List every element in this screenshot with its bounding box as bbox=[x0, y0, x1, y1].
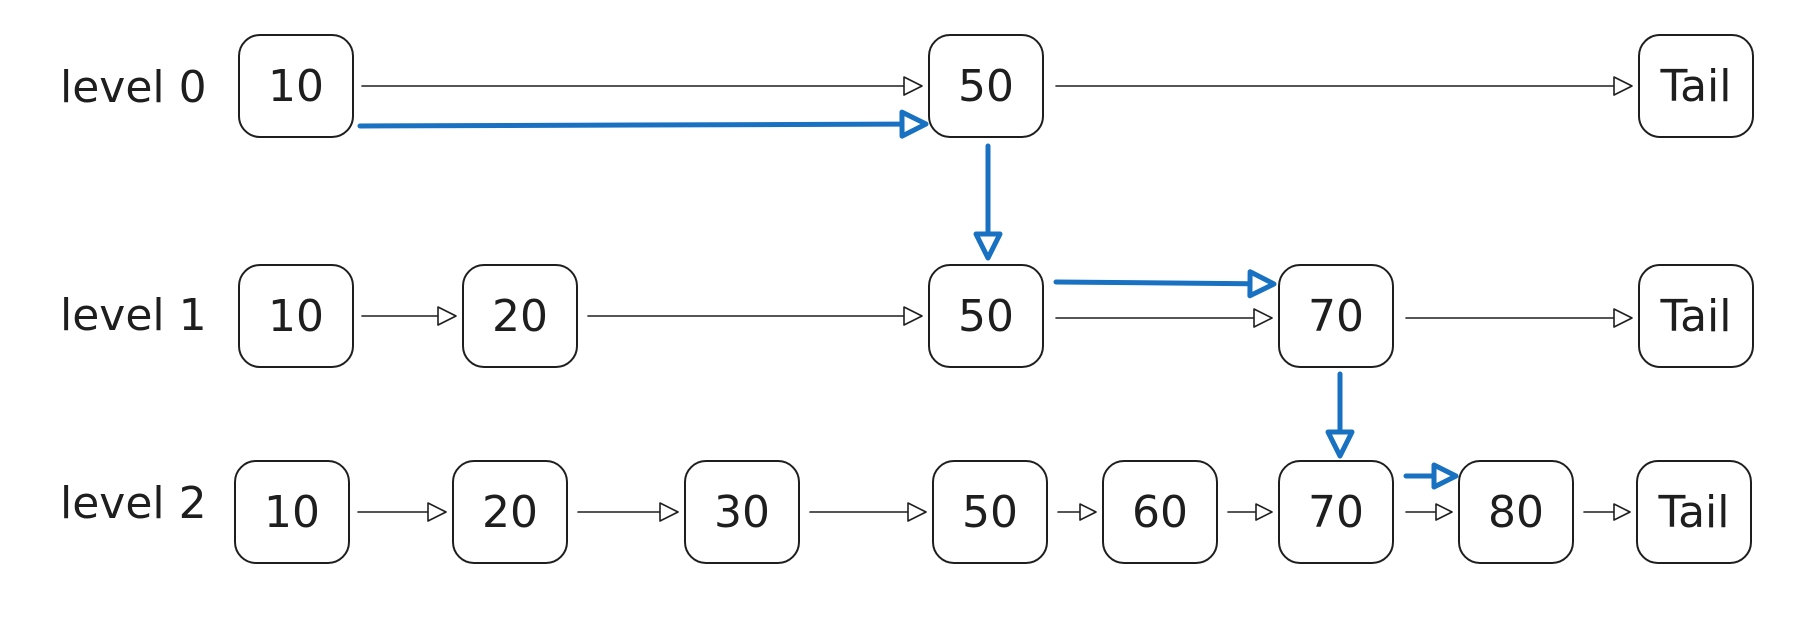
link-l0-50-tail bbox=[1055, 76, 1633, 96]
link-l1-50-70 bbox=[1055, 308, 1273, 328]
link-l1-20-50 bbox=[587, 306, 923, 326]
node-l2-10: 10 bbox=[234, 460, 350, 564]
link-l0-10-50 bbox=[361, 76, 923, 96]
node-l2-50: 50 bbox=[932, 460, 1048, 564]
node-l2-tail: Tail bbox=[1636, 460, 1752, 564]
link-l2-50-60 bbox=[1057, 503, 1097, 521]
node-l0-50: 50 bbox=[928, 34, 1044, 138]
level-label-2: level 2 bbox=[60, 478, 207, 529]
search-down-70 bbox=[1325, 371, 1355, 459]
search-l2-70-80 bbox=[1403, 462, 1459, 490]
node-l2-80: 80 bbox=[1458, 460, 1574, 564]
node-l1-50: 50 bbox=[928, 264, 1044, 368]
node-l1-70: 70 bbox=[1278, 264, 1394, 368]
link-l1-70-tail bbox=[1405, 308, 1633, 328]
search-l1-50-70 bbox=[1053, 269, 1277, 299]
link-l2-80-tail bbox=[1583, 503, 1631, 521]
node-l1-10: 10 bbox=[238, 264, 354, 368]
link-l2-20-30 bbox=[577, 502, 679, 522]
level-label-0: level 0 bbox=[60, 62, 207, 113]
link-l1-10-20 bbox=[361, 306, 457, 326]
node-l2-70: 70 bbox=[1278, 460, 1394, 564]
link-l2-30-50 bbox=[809, 502, 927, 522]
search-down-50 bbox=[973, 143, 1003, 261]
node-l2-30: 30 bbox=[684, 460, 800, 564]
node-l2-20: 20 bbox=[452, 460, 568, 564]
level-label-1: level 1 bbox=[60, 290, 207, 341]
node-l0-tail: Tail bbox=[1638, 34, 1754, 138]
node-l0-10: 10 bbox=[238, 34, 354, 138]
link-l2-70-80 bbox=[1405, 503, 1453, 521]
link-l2-60-70 bbox=[1227, 503, 1273, 521]
node-l1-20: 20 bbox=[462, 264, 578, 368]
link-l2-10-20 bbox=[357, 502, 447, 522]
search-l0-10-50 bbox=[357, 109, 929, 139]
node-l2-60: 60 bbox=[1102, 460, 1218, 564]
node-l1-tail: Tail bbox=[1638, 264, 1754, 368]
